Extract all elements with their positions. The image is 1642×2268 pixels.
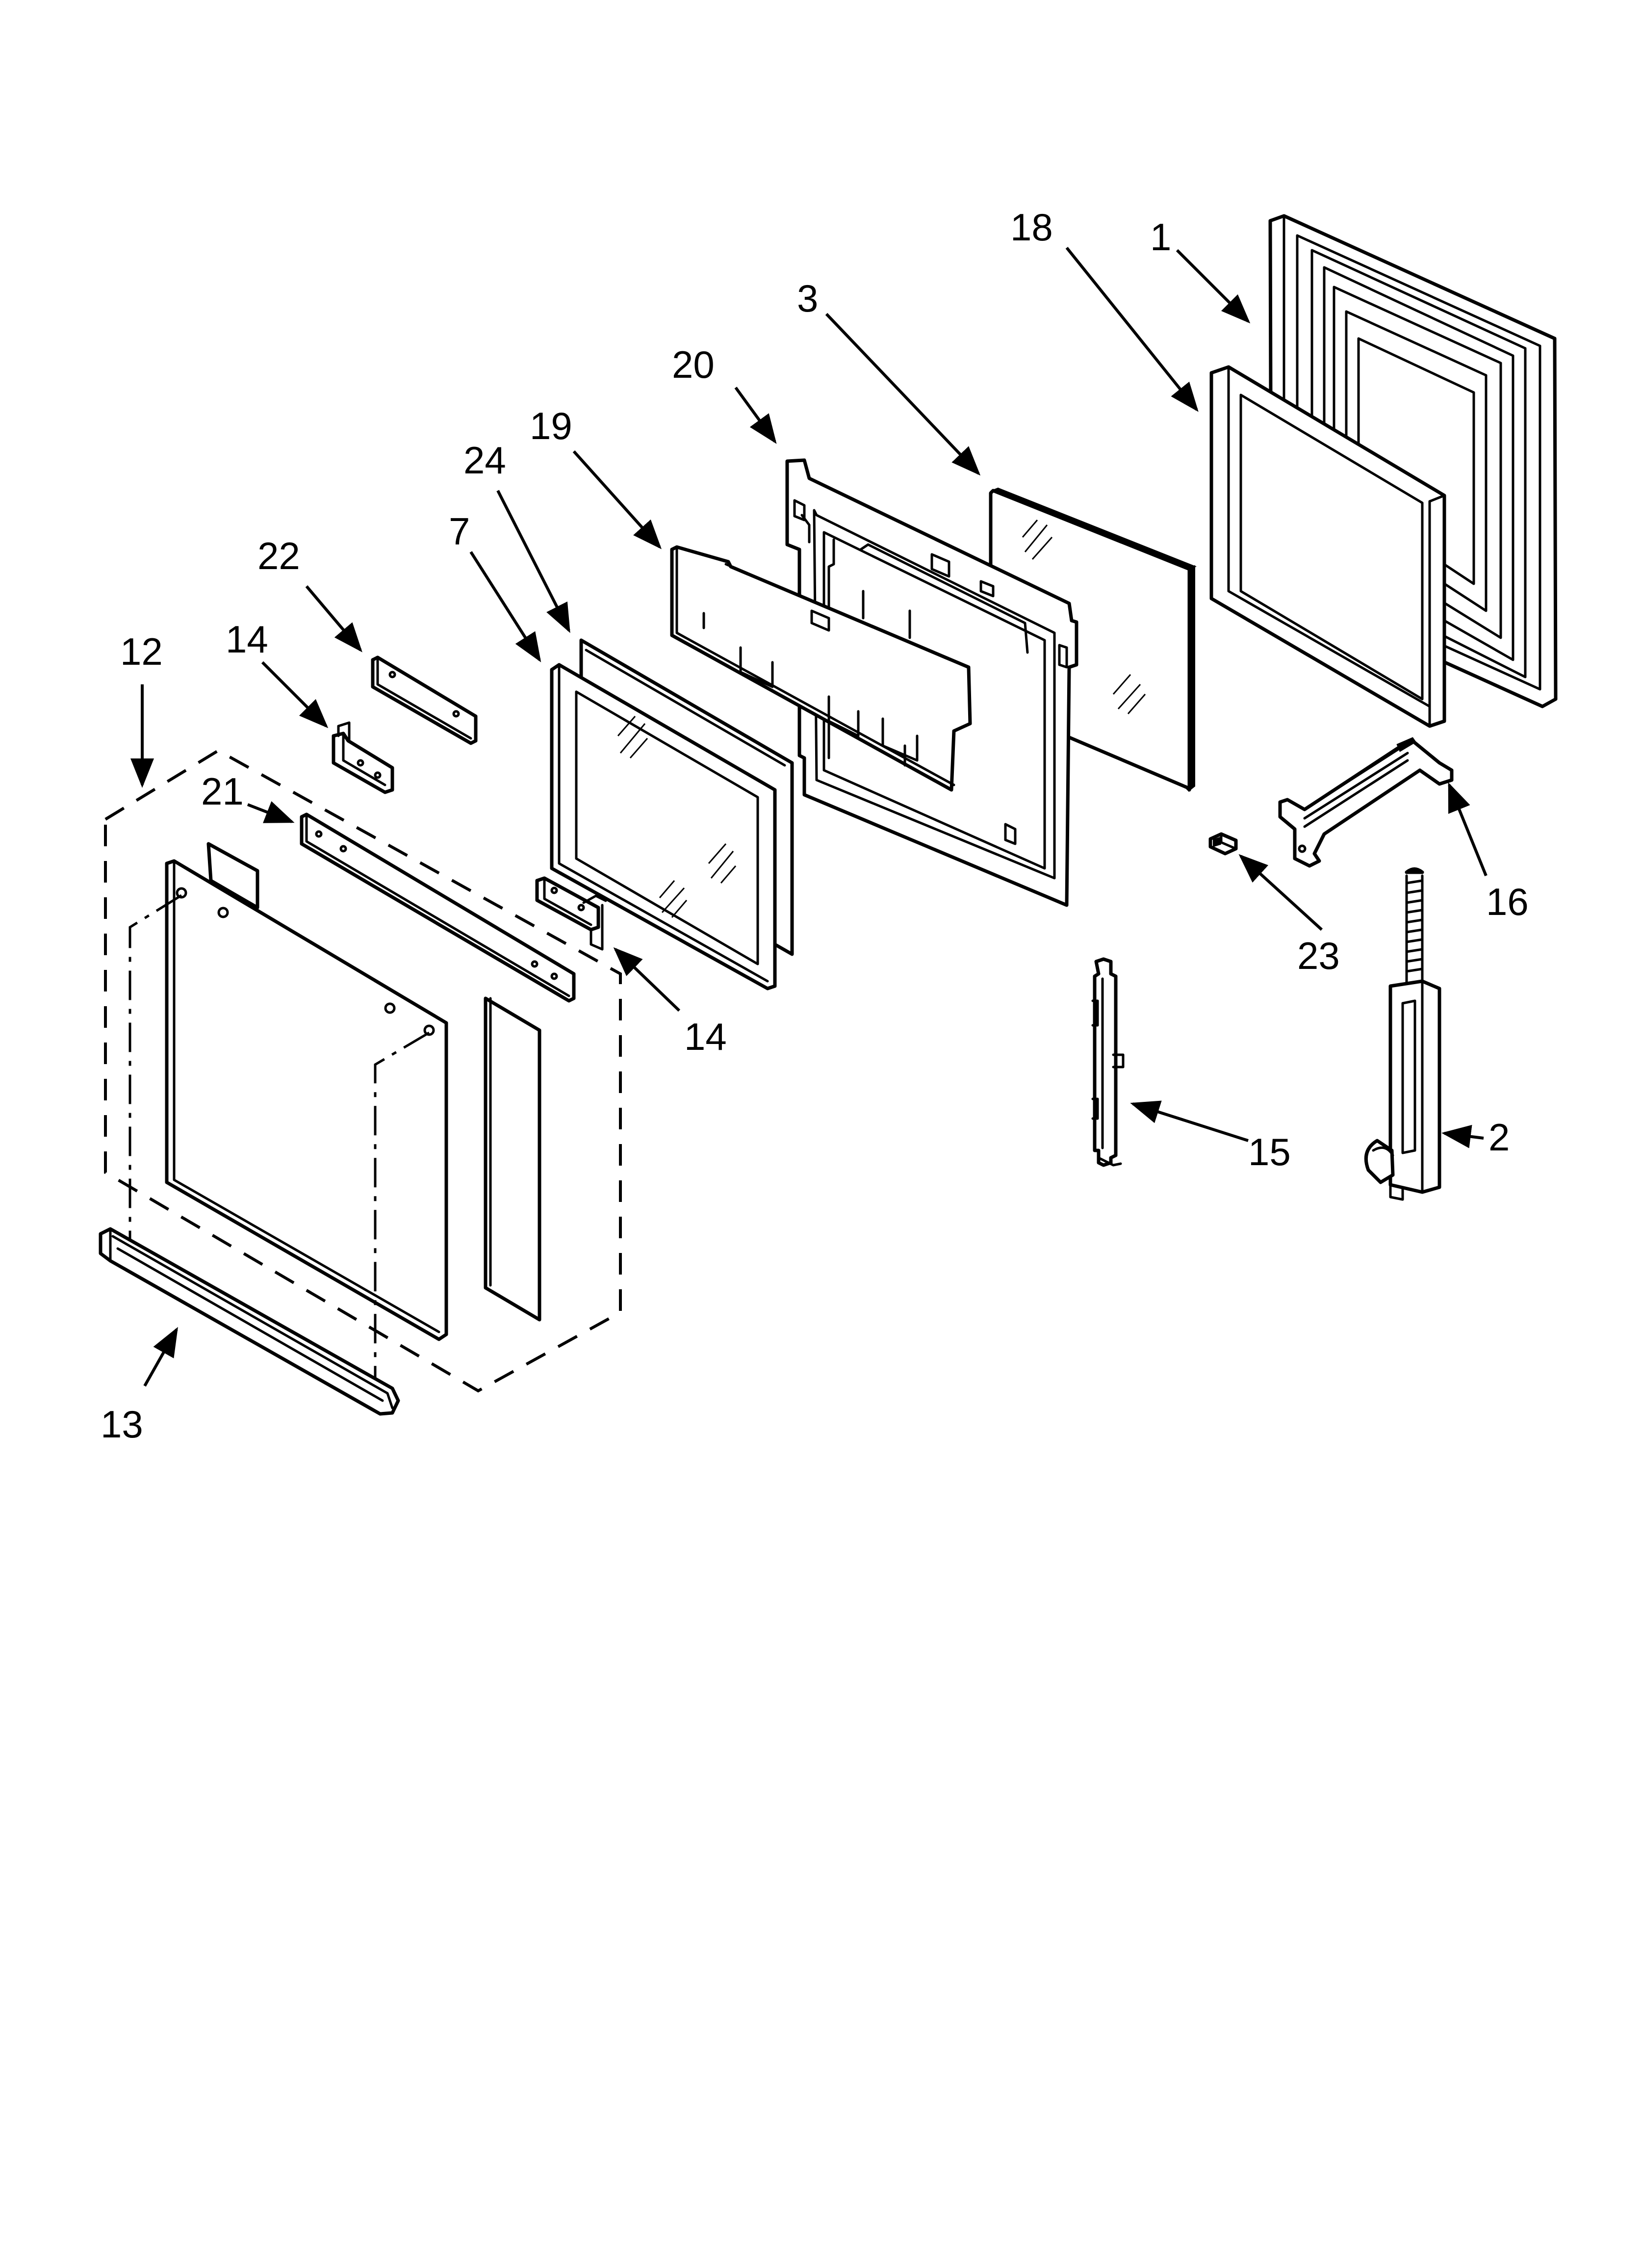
part-2-door-hinge <box>1364 867 1441 1201</box>
alignment-line-left <box>128 894 182 1239</box>
callout-20: 20 <box>672 343 715 386</box>
callout-2: 2 <box>1488 1116 1510 1159</box>
callout-3: 3 <box>797 277 818 320</box>
leader-15 <box>1130 1100 1249 1142</box>
leader-22 <box>305 585 362 652</box>
part-14-hinge-bracket-lower <box>535 876 607 951</box>
door-outer-panel <box>165 842 448 1341</box>
callout-13: 13 <box>101 1403 143 1446</box>
part-14-hinge-bracket-upper <box>332 721 394 794</box>
door-side-insulation-strip <box>484 996 541 1322</box>
leader-14-upper <box>261 661 329 729</box>
part-19-air-deflector <box>670 545 972 792</box>
part-13-door-handle <box>99 1227 400 1416</box>
callout-14-upper: 14 <box>226 618 268 661</box>
part-18-trim-frame <box>1209 365 1446 728</box>
part-7-outer-glass <box>550 663 777 991</box>
part-21-trim-strip <box>300 812 576 1003</box>
part-22-upper-bracket <box>371 655 478 745</box>
leader-19 <box>572 450 662 549</box>
callout-18: 18 <box>1010 206 1053 249</box>
callout-12: 12 <box>120 630 163 673</box>
callout-21: 21 <box>201 770 244 813</box>
leader-1 <box>1176 249 1251 324</box>
leader-20 <box>734 387 777 444</box>
leader-13 <box>143 1327 178 1387</box>
part-23-clip <box>1208 832 1238 856</box>
leader-18 <box>1065 247 1199 412</box>
leader-7 <box>469 551 541 663</box>
part-15-latch-rod <box>1091 957 1125 1167</box>
callout-15: 15 <box>1248 1130 1291 1173</box>
leader-16 <box>1448 782 1488 877</box>
part-16-hinge-rod-bracket <box>1278 737 1454 868</box>
leader-23 <box>1238 854 1323 931</box>
leader-2 <box>1441 1124 1484 1148</box>
leader-14-lower <box>613 947 681 1012</box>
callout-1: 1 <box>1150 215 1171 259</box>
alignment-line-right <box>374 1031 430 1383</box>
callout-24: 24 <box>463 439 506 482</box>
callout-23: 23 <box>1297 934 1340 977</box>
callout-19: 19 <box>530 404 572 447</box>
part-12-outer-door-assembly <box>104 749 622 1393</box>
callout-labels: 1 18 3 20 19 24 7 22 14 12 21 14 13 16 2… <box>101 206 1529 1446</box>
leader-21 <box>247 801 295 823</box>
callout-16: 16 <box>1486 880 1529 923</box>
callout-7: 7 <box>449 510 470 553</box>
leader-3 <box>825 313 981 476</box>
leader-lines <box>130 247 1488 1387</box>
leader-24 <box>496 490 570 633</box>
callout-22: 22 <box>257 534 300 577</box>
callout-14-lower: 14 <box>684 1015 727 1058</box>
